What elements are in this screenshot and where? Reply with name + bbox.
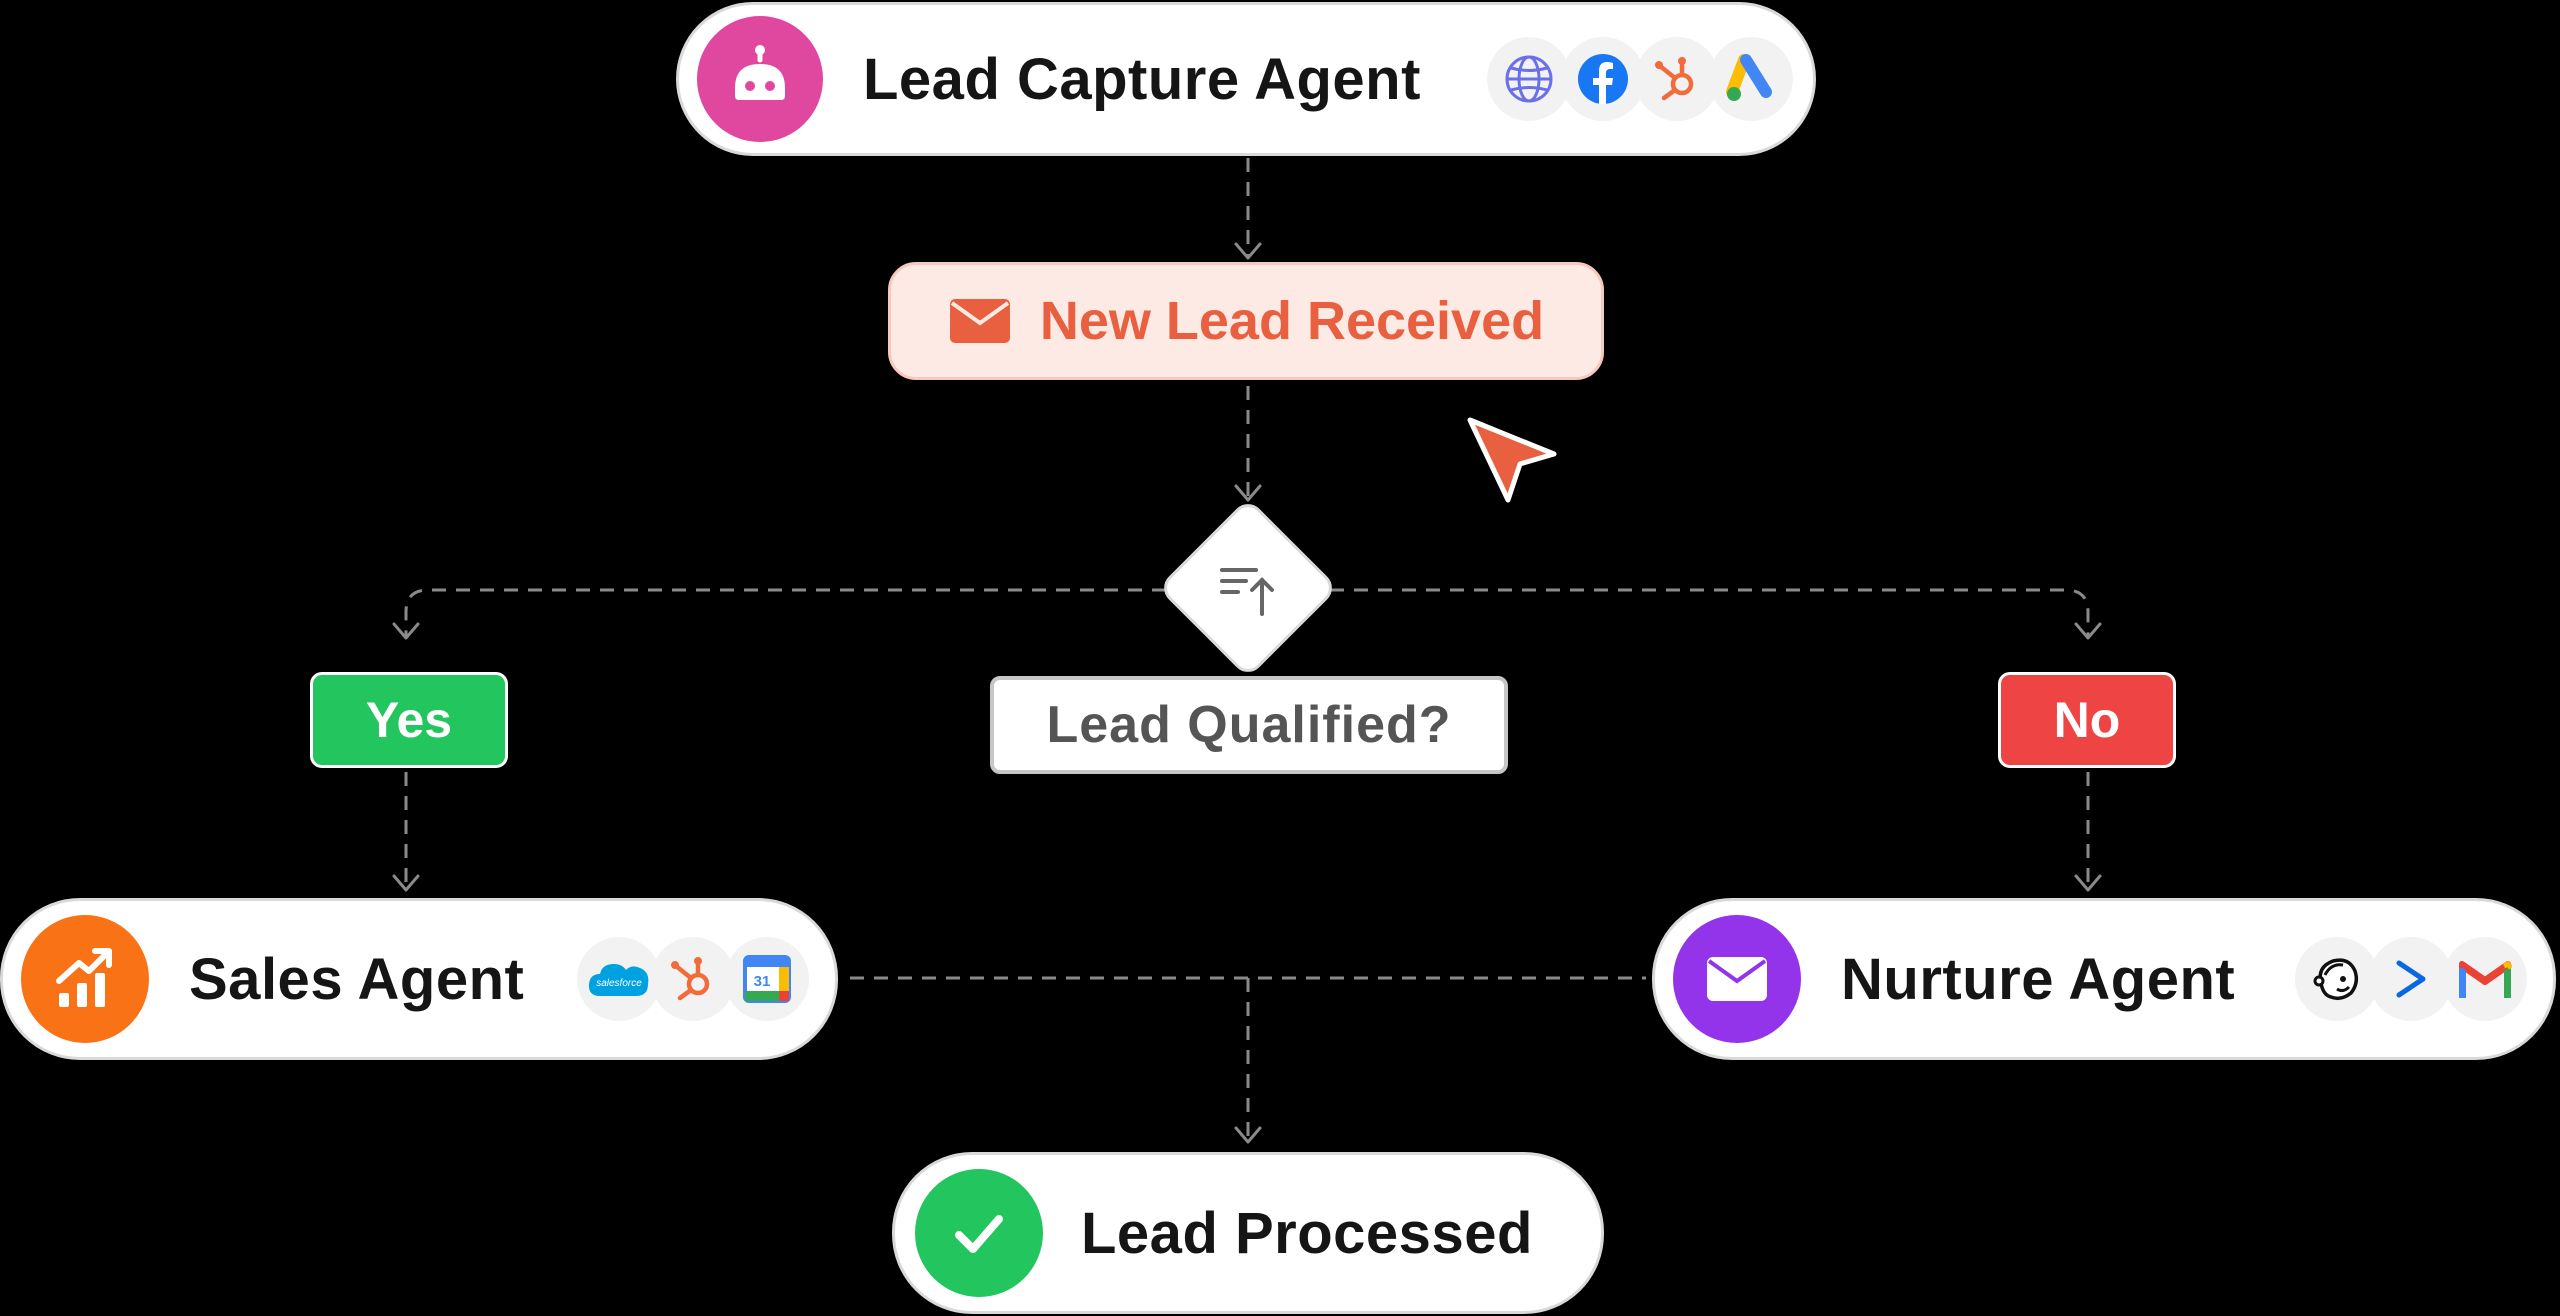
- new-lead-trigger[interactable]: New Lead Received: [888, 262, 1604, 380]
- cursor-pointer-icon: [1467, 417, 1557, 503]
- google-ads-icon: [1709, 37, 1793, 121]
- lead-processed-label: Lead Processed: [1081, 1200, 1533, 1266]
- hubspot-icon: [1635, 37, 1719, 121]
- connector-decision-to-yes: [404, 588, 1166, 636]
- salesforce-icon: salesforce: [577, 937, 661, 1021]
- nurture-agent-node[interactable]: Nurture Agent: [1652, 898, 2556, 1060]
- lead-processed-node[interactable]: Lead Processed: [892, 1152, 1604, 1314]
- lead-capture-agent-label: Lead Capture Agent: [863, 46, 1421, 112]
- google-calendar-icon: 31: [725, 937, 809, 1021]
- robot-icon: [697, 16, 823, 142]
- calendar-day-text: 31: [754, 973, 771, 990]
- chart-up-icon: [21, 915, 149, 1043]
- yes-branch-badge[interactable]: Yes: [310, 672, 508, 768]
- mail-icon: [1673, 915, 1801, 1043]
- sales-agent-label: Sales Agent: [189, 946, 525, 1012]
- no-branch-badge[interactable]: No: [1998, 672, 2176, 768]
- globe-icon: [1487, 37, 1571, 121]
- sales-agent-tools: salesforce: [577, 937, 809, 1021]
- salesforce-text: salesforce: [596, 978, 642, 989]
- arrowhead-no: [2074, 622, 2102, 640]
- facebook-icon: [1561, 37, 1645, 121]
- sales-agent-node[interactable]: Sales Agent salesforce: [0, 898, 838, 1060]
- mailchimp-icon: [2295, 937, 2379, 1021]
- gmail-icon: [2443, 937, 2527, 1021]
- arrowhead-yes: [392, 622, 420, 640]
- arrowhead-decision: [1234, 484, 1262, 502]
- arrowhead-processed: [1234, 1126, 1262, 1144]
- arrowhead-trigger: [1234, 242, 1262, 260]
- nurture-agent-label: Nurture Agent: [1841, 946, 2236, 1012]
- nurture-agent-tools: [2295, 937, 2527, 1021]
- arrowhead-nurture: [2074, 874, 2102, 892]
- check-icon: [915, 1169, 1043, 1297]
- new-lead-trigger-label: New Lead Received: [1039, 291, 1545, 351]
- hubspot-icon: [651, 937, 735, 1021]
- sort-up-icon: [1184, 524, 1312, 652]
- mail-icon: [949, 299, 1010, 343]
- arrowhead-sales: [392, 874, 420, 892]
- connector-decision-to-no: [1330, 588, 2090, 636]
- decision-label: Lead Qualified?: [990, 676, 1508, 774]
- lead-capture-tools: [1487, 37, 1793, 121]
- lead-capture-agent-node[interactable]: Lead Capture Agent: [676, 2, 1816, 156]
- sendinblue-icon: [2369, 937, 2453, 1021]
